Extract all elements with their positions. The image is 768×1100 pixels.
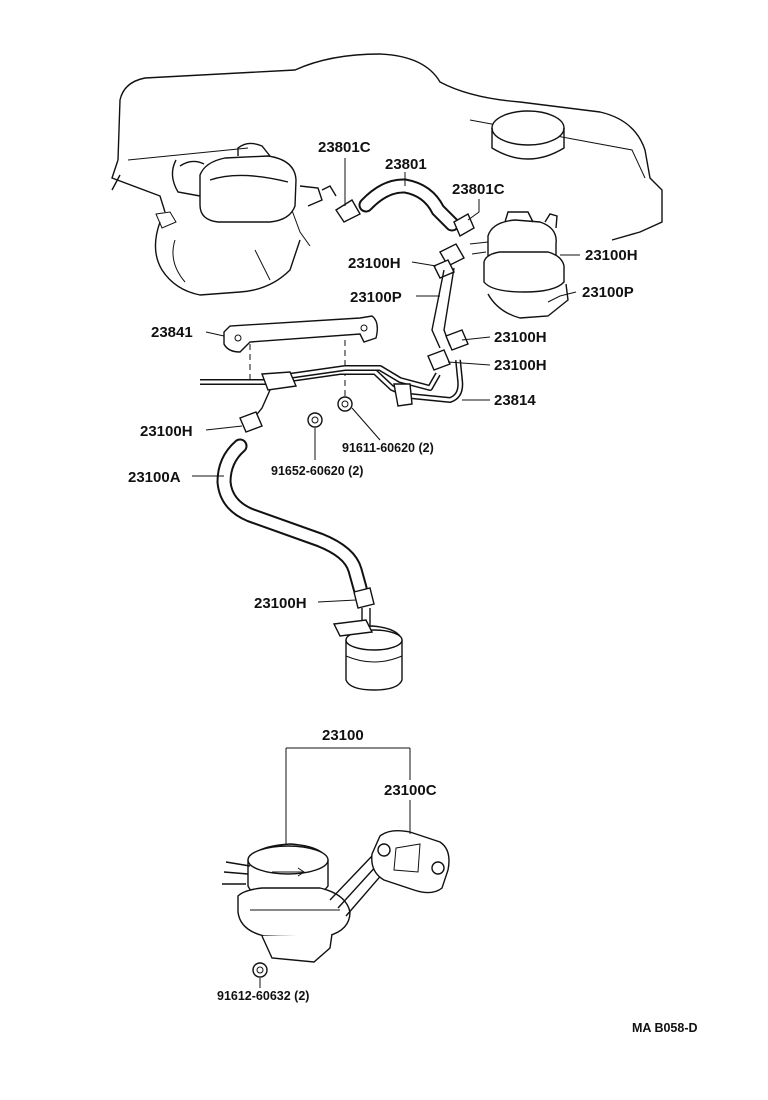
hose-23100p — [427, 243, 469, 371]
label-23100p-left: 23100P — [350, 289, 402, 306]
engine-outline — [111, 53, 663, 296]
hose-23801 — [335, 178, 475, 237]
label-23100: 23100 — [322, 727, 364, 744]
figure-code: MA B058-D — [632, 1021, 698, 1035]
label-23814: 23814 — [494, 392, 536, 409]
label-91652-60620: 91652-60620 (2) — [271, 464, 364, 478]
label-23100a: 23100A — [128, 469, 181, 486]
label-91611-60620: 91611-60620 (2) — [342, 441, 434, 455]
label-23801c-upper-left: 23801C — [318, 139, 371, 156]
fuel-pump-assembly-23100 — [222, 829, 450, 963]
fuel-filter — [332, 608, 403, 691]
label-23100h-left-2: 23100H — [140, 423, 193, 440]
label-23100h-right-3: 23100H — [494, 357, 547, 374]
label-23100p-right: 23100P — [582, 284, 634, 301]
bracket-23841 — [223, 315, 379, 396]
leader-lines — [192, 158, 580, 988]
label-23100h-right-1: 23100H — [585, 247, 638, 264]
label-91612-60632: 91612-60632 (2) — [217, 989, 310, 1003]
label-23100h-left-1: 23100H — [348, 255, 401, 272]
hose-23100a — [216, 438, 375, 609]
upper-fuel-pump — [469, 211, 569, 319]
label-23801: 23801 — [385, 156, 427, 173]
label-23100h-left-3: 23100H — [254, 595, 307, 612]
nut-91611 — [337, 396, 353, 412]
nut-91612 — [252, 962, 268, 978]
label-23100h-right-2: 23100H — [494, 329, 547, 346]
fuel-pipe-23814 — [200, 359, 464, 433]
label-23841: 23841 — [151, 324, 193, 341]
nut-91652 — [307, 412, 323, 428]
label-23801c-upper-right: 23801C — [452, 181, 505, 198]
label-23100c: 23100C — [384, 782, 437, 799]
